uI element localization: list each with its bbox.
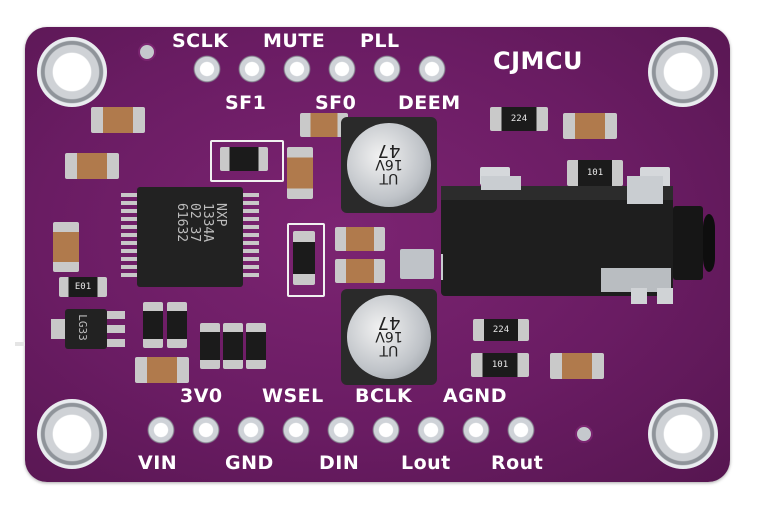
mounting-hole-top-right: [648, 37, 718, 107]
regulator-tab: [51, 319, 65, 339]
header-pad-bottom-2: [192, 416, 220, 444]
via: [138, 43, 156, 61]
via: [575, 425, 593, 443]
regulator-label: LG33: [75, 314, 89, 341]
regulator-lg33: LG33: [65, 309, 107, 349]
smd-resistor: [143, 302, 163, 348]
silk-outline: [210, 140, 284, 182]
smd-resistor: [220, 147, 268, 171]
label-pll: PLL: [360, 30, 400, 52]
electrolytic-capacitor-lower: UT 16V 47: [341, 289, 437, 385]
mounting-hole-bottom-right: [648, 399, 718, 469]
chip-line-1: NXP: [213, 203, 228, 227]
cap-lower-series: UT: [379, 342, 399, 358]
header-pad-top-6: [418, 55, 446, 83]
cap-lower-value: 47: [377, 312, 401, 333]
header-pad-bottom-3: [237, 416, 265, 444]
label-sf1: SF1: [225, 92, 267, 114]
mounting-hole-top-left: [37, 37, 107, 107]
dac-chip: NXP 1334A 02 37 61632: [137, 187, 243, 287]
smd-resistor: [223, 323, 243, 369]
header-pad-bottom-9: [507, 416, 535, 444]
header-pad-bottom-8: [462, 416, 490, 444]
chip-line-4: 61632: [174, 203, 189, 243]
smd-capacitor: [65, 153, 119, 179]
silk-outline: [287, 223, 325, 297]
chip-pins-left: [121, 193, 137, 281]
smd-pad: [400, 249, 434, 279]
label-sclk: SCLK: [172, 30, 229, 52]
label-lout: Lout: [401, 452, 451, 474]
smd-capacitor: [287, 147, 313, 199]
smd-capacitor: [550, 353, 604, 379]
edge-pin: [15, 342, 25, 346]
cap-upper-series: UT: [379, 170, 399, 186]
header-pad-top-3: [283, 55, 311, 83]
label-gnd: GND: [225, 452, 274, 474]
mounting-hole-bottom-left: [37, 399, 107, 469]
smd-capacitor: [300, 113, 348, 137]
smd-capacitor: [563, 113, 617, 139]
chip-line-3: 02 37: [187, 203, 202, 243]
label-rout: Rout: [491, 452, 544, 474]
label-3v0: 3V0: [180, 385, 223, 407]
header-pad-top-5: [373, 55, 401, 83]
label-deem: DEEM: [398, 92, 461, 114]
smd-resistor-101-top: 101: [567, 160, 623, 186]
chip-line-2: 1334A: [200, 203, 215, 243]
label-bclk: BCLK: [355, 385, 413, 407]
regulator-pins: [107, 311, 125, 347]
smd-capacitor: [91, 107, 145, 133]
audio-jack: [441, 176, 715, 304]
chip-pins-right: [243, 193, 259, 281]
smd-resistor: [167, 302, 187, 348]
smd-capacitor: [335, 259, 385, 283]
smd-capacitor: [135, 357, 189, 383]
smd-resistor: [200, 323, 220, 369]
smd-resistor-224-top: 224: [490, 107, 548, 131]
brand-label: CJMCU: [493, 47, 584, 75]
label-sf0: SF0: [315, 92, 357, 114]
label-wsel: WSEL: [262, 385, 324, 407]
header-pad-top-1: [193, 55, 221, 83]
smd-capacitor: [53, 222, 79, 272]
pcb-board: SCLK MUTE PLL CJMCU SF1 SF0 DEEM NXP 133…: [25, 27, 730, 482]
smd-resistor-e01: E01: [59, 277, 107, 297]
header-pad-top-2: [238, 55, 266, 83]
smd-resistor: [246, 323, 266, 369]
header-pad-bottom-6: [372, 416, 400, 444]
smd-resistor-101-bottom: 101: [471, 353, 529, 377]
header-pad-bottom-4: [282, 416, 310, 444]
label-mute: MUTE: [263, 30, 326, 52]
label-agnd: AGND: [443, 385, 507, 407]
smd-resistor: [293, 231, 315, 285]
header-pad-bottom-7: [417, 416, 445, 444]
smd-resistor-224-bottom: 224: [473, 319, 529, 341]
cap-upper-value: 47: [377, 140, 401, 161]
label-vin: VIN: [138, 452, 178, 474]
header-pad-bottom-5: [327, 416, 355, 444]
header-pad-top-4: [328, 55, 356, 83]
label-din: DIN: [319, 452, 360, 474]
smd-capacitor: [335, 227, 385, 251]
electrolytic-capacitor-upper: UT 16V 47: [341, 117, 437, 213]
header-pad-bottom-1: [147, 416, 175, 444]
